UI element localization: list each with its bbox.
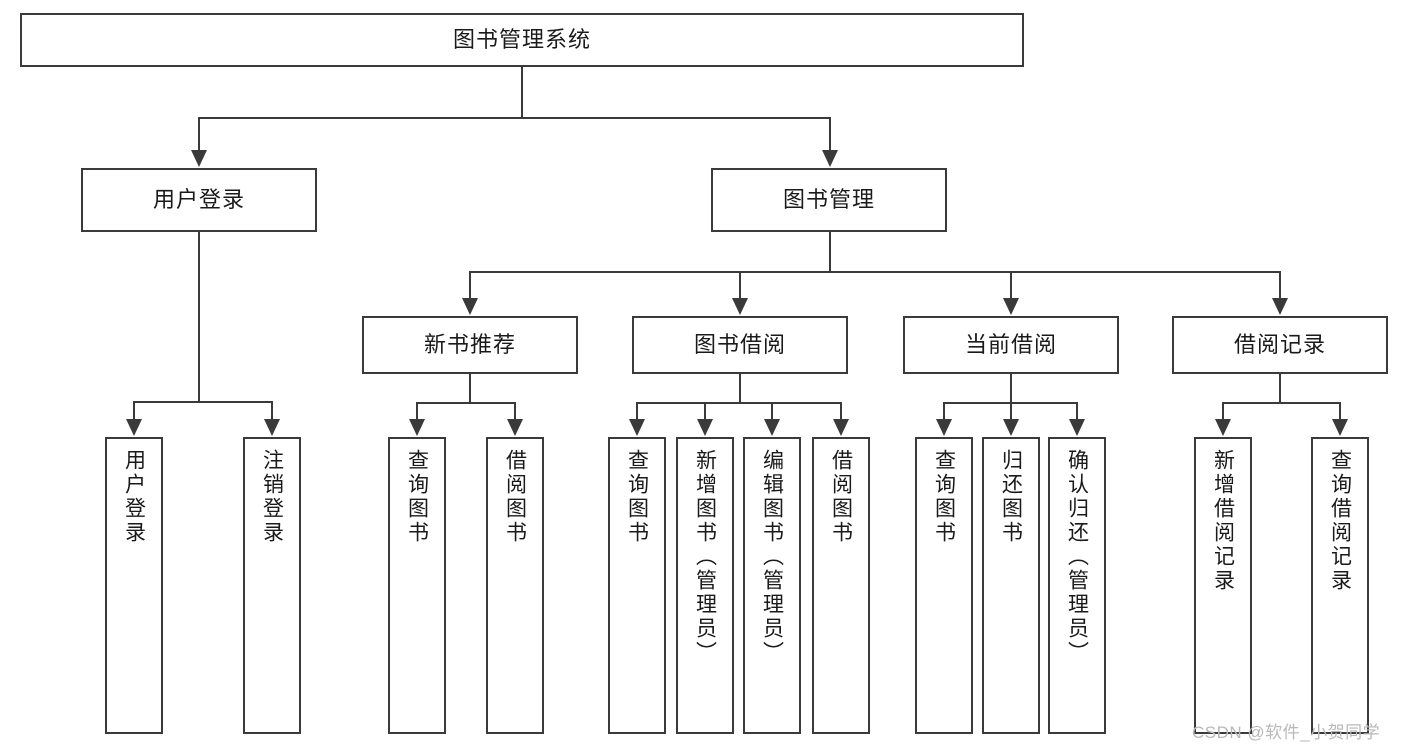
node-label: 编辑图书（管理员） (760, 449, 784, 665)
connector-user-login-stem (198, 232, 200, 402)
connector-user-login-to-leaf-1 (133, 401, 135, 420)
connector-cb-to-leaf-1 (943, 402, 945, 420)
node-leaf-confirm-return[interactable]: 确认归还（管理员） (1048, 437, 1106, 734)
connector-cb-to-leaf-2 (1010, 402, 1012, 420)
arrow-to-new-book-recommend (462, 298, 478, 315)
node-leaf-query-book-1[interactable]: 查询图书 (388, 437, 446, 734)
connector-current-borrow-stem (1010, 374, 1012, 403)
arrow-nbr-to-leaf-2 (507, 419, 523, 436)
connector-book-manage-stem (829, 232, 831, 272)
arrow-cb-to-leaf-3 (1069, 419, 1085, 436)
node-current-borrow[interactable]: 当前借阅 (903, 316, 1119, 374)
node-book-borrow[interactable]: 图书借阅 (632, 316, 848, 374)
node-root-system[interactable]: 图书管理系统 (20, 13, 1024, 67)
connector-book-borrow-stem (739, 374, 741, 403)
node-label: 查询图书 (625, 449, 649, 545)
node-leaf-query-book-2[interactable]: 查询图书 (608, 437, 666, 734)
connector-book-manage-bar (469, 271, 1280, 273)
arrow-bb-to-leaf-4 (833, 419, 849, 436)
connector-nbr-to-leaf-2 (514, 402, 516, 420)
node-leaf-add-book[interactable]: 新增图书（管理员） (676, 437, 734, 734)
arrow-to-borrow-record (1272, 298, 1288, 315)
node-label: 借阅图书 (503, 449, 527, 545)
connector-to-new-book-recommend (469, 271, 471, 299)
arrow-nbr-to-leaf-1 (409, 419, 425, 436)
node-leaf-query-book-3[interactable]: 查询图书 (915, 437, 973, 734)
node-label: 新书推荐 (423, 331, 516, 357)
node-label: 注销登录 (260, 449, 284, 545)
connector-borrow-record-bar (1222, 402, 1340, 404)
node-label: 借阅图书 (829, 449, 853, 545)
arrow-br-to-leaf-1 (1215, 419, 1231, 436)
node-label: 确认归还（管理员） (1065, 449, 1089, 665)
connector-book-borrow-bar (636, 402, 841, 404)
node-leaf-query-record[interactable]: 查询借阅记录 (1311, 437, 1369, 734)
node-label: 当前借阅 (964, 331, 1057, 357)
arrow-root-to-user-login (191, 150, 207, 167)
connector-br-to-leaf-2 (1339, 402, 1341, 420)
node-label: 新增借阅记录 (1211, 449, 1235, 593)
connector-bb-to-leaf-1 (636, 402, 638, 420)
connector-root-bar (198, 117, 830, 119)
connector-new-book-recommend-bar (416, 402, 515, 404)
arrow-user-login-to-leaf-1 (126, 419, 142, 436)
node-leaf-edit-book[interactable]: 编辑图书（管理员） (743, 437, 801, 734)
connector-user-login-bar (133, 401, 272, 403)
connector-bb-to-leaf-4 (840, 402, 842, 420)
node-leaf-return-book[interactable]: 归还图书 (982, 437, 1040, 734)
connector-user-login-to-leaf-2 (271, 401, 273, 420)
arrow-br-to-leaf-2 (1332, 419, 1348, 436)
arrow-bb-to-leaf-1 (629, 419, 645, 436)
node-label: 图书管理 (782, 186, 875, 212)
connector-cb-to-leaf-3 (1076, 402, 1078, 420)
arrow-to-book-borrow (732, 298, 748, 315)
arrow-user-login-to-leaf-2 (264, 419, 280, 436)
node-leaf-borrow-book-1[interactable]: 借阅图书 (486, 437, 544, 734)
connector-to-current-borrow (1010, 271, 1012, 299)
connector-bb-to-leaf-2 (704, 402, 706, 420)
node-label: 图书管理系统 (452, 26, 591, 52)
arrow-bb-to-leaf-3 (764, 419, 780, 436)
node-label: 查询借阅记录 (1328, 449, 1352, 593)
node-label: 归还图书 (999, 449, 1023, 545)
node-user-login[interactable]: 用户登录 (81, 168, 317, 232)
arrow-to-current-borrow (1003, 298, 1019, 315)
node-label: 借阅记录 (1233, 331, 1326, 357)
arrow-cb-to-leaf-2 (1003, 419, 1019, 436)
arrow-cb-to-leaf-1 (936, 419, 952, 436)
connector-bb-to-leaf-3 (771, 402, 773, 420)
node-label: 图书借阅 (693, 331, 786, 357)
connector-root-stem (521, 67, 523, 118)
node-new-book-recommend[interactable]: 新书推荐 (362, 316, 578, 374)
node-label: 用户登录 (152, 186, 245, 212)
connector-to-borrow-record (1279, 271, 1281, 299)
node-book-manage[interactable]: 图书管理 (711, 168, 947, 232)
connector-br-to-leaf-1 (1222, 402, 1224, 420)
connector-root-to-book-manage (829, 117, 831, 151)
node-leaf-add-record[interactable]: 新增借阅记录 (1194, 437, 1252, 734)
connector-nbr-to-leaf-1 (416, 402, 418, 420)
connector-to-book-borrow (739, 271, 741, 299)
node-leaf-user-login[interactable]: 用户登录 (105, 437, 163, 734)
connector-new-book-recommend-stem (469, 374, 471, 403)
node-label: 新增图书（管理员） (693, 449, 717, 665)
node-label: 查询图书 (932, 449, 956, 545)
arrow-bb-to-leaf-2 (697, 419, 713, 436)
connector-borrow-record-stem (1279, 374, 1281, 403)
node-borrow-record[interactable]: 借阅记录 (1172, 316, 1388, 374)
arrow-root-to-book-manage (822, 150, 838, 167)
connector-root-to-user-login (198, 117, 200, 151)
node-label: 查询图书 (405, 449, 429, 545)
node-leaf-user-logout[interactable]: 注销登录 (243, 437, 301, 734)
node-leaf-borrow-book-2[interactable]: 借阅图书 (812, 437, 870, 734)
node-label: 用户登录 (122, 449, 146, 545)
